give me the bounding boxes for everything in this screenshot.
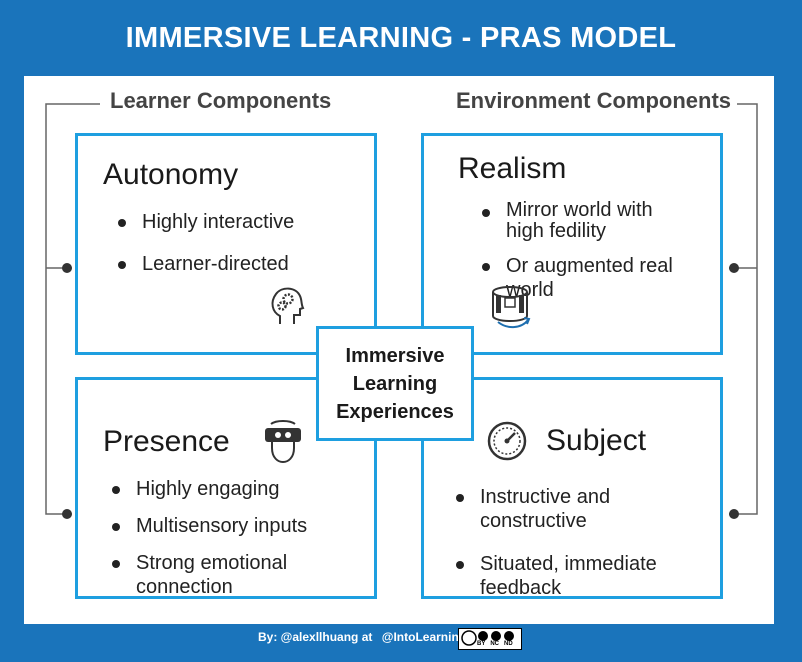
realism-title: Realism: [458, 152, 567, 185]
cylinder-world-icon: [492, 286, 531, 328]
center-concept-box: Immersive Learning Experiences: [316, 326, 474, 441]
presence-bullet: Strong emotional connection: [110, 551, 374, 599]
license-nd: ND: [504, 641, 513, 647]
realism-bullet: Mirror world with high fedility: [480, 200, 690, 242]
subject-bullet: Situated, immediate feedback: [454, 552, 720, 600]
center-line-3: Experiences: [336, 400, 454, 423]
autonomy-bullet: Learner-directed: [116, 252, 294, 276]
autonomy-bullets: Highly interactive Learner-directed: [116, 210, 294, 276]
head-gears-icon: [271, 287, 305, 324]
autonomy-title: Autonomy: [103, 158, 239, 191]
license-by: BY: [477, 641, 486, 647]
diagram-title: IMMERSIVE LEARNING - PRAS MODEL: [125, 21, 677, 54]
cc-by-nc-nd-icon: BY NC ND: [458, 628, 522, 650]
footer-credit: By: @alexllhuang at @IntoLearningAU: [258, 630, 483, 644]
gauge-icon: [487, 421, 527, 461]
subject-title: Subject: [546, 424, 647, 457]
center-line-2: Learning: [352, 372, 438, 395]
connector-dot-realism: [729, 263, 739, 273]
subject-bullets: Instructive and constructive Situated, i…: [454, 485, 720, 600]
footer-by: By: @alexllhuang at: [258, 630, 373, 644]
vr-headset-icon: [265, 420, 301, 464]
presence-bullet: Multisensory inputs: [110, 514, 374, 538]
connector-dot-subject: [729, 509, 739, 519]
presence-bullets: Highly engaging Multisensory inputs Stro…: [110, 477, 374, 599]
presence-title: Presence: [103, 425, 230, 458]
subject-bullet: Instructive and constructive: [454, 485, 720, 533]
connector-dot-presence: [62, 509, 72, 519]
realism-bullets: Mirror world with high fedility Or augme…: [480, 200, 690, 302]
learner-components-label: Learner Components: [104, 88, 338, 114]
center-line-1: Immersive: [345, 344, 445, 367]
autonomy-box: Autonomy Highly interactive Learner-dire…: [75, 133, 377, 355]
autonomy-bullet: Highly interactive: [116, 210, 294, 234]
connector-dot-autonomy: [62, 263, 72, 273]
presence-bullet: Highly engaging: [110, 477, 374, 501]
realism-box: Realism Mirror world with high fedility …: [421, 133, 723, 355]
environment-components-label: Environment Components: [450, 88, 738, 114]
license-nc: NC: [490, 641, 500, 647]
